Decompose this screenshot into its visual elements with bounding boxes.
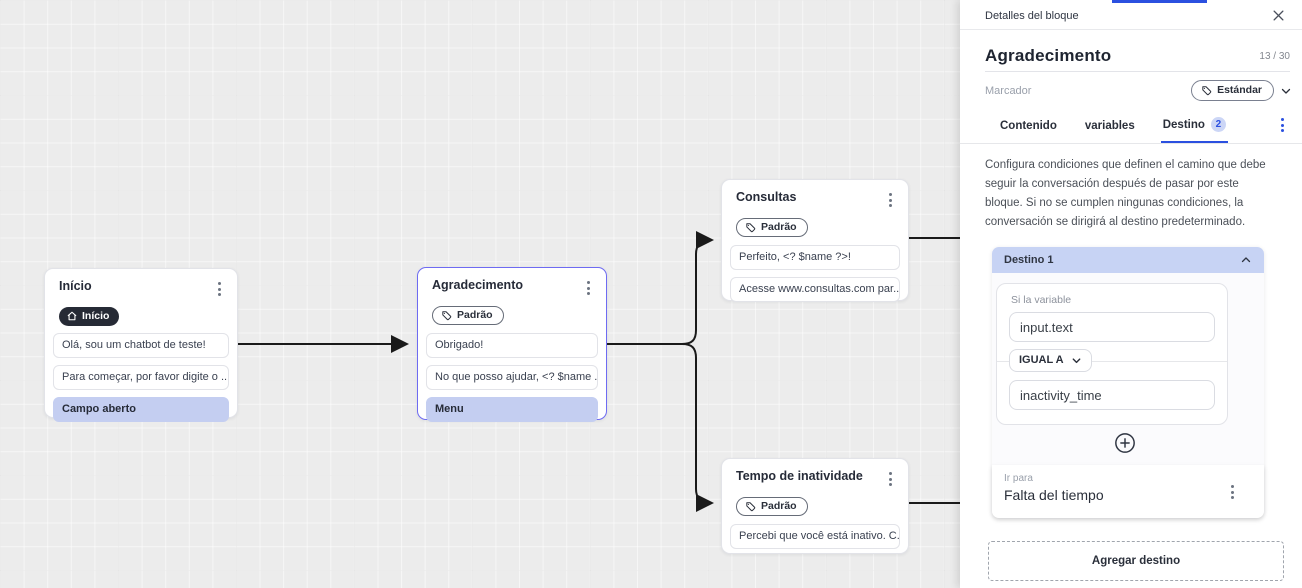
- operator-divider: [997, 361, 1227, 362]
- kebab-menu-icon[interactable]: [214, 279, 225, 299]
- kebab-menu-icon[interactable]: [1277, 115, 1288, 135]
- kebab-menu-icon[interactable]: [885, 469, 896, 489]
- message-row[interactable]: Obrigado!: [426, 332, 598, 358]
- char-counter: 13 / 30: [1259, 51, 1290, 62]
- flow-node-tempo-inatividade[interactable]: Tempo de inatividade Padrão Percebi que …: [721, 458, 909, 554]
- marker-select[interactable]: Estándar: [1191, 80, 1274, 101]
- tab-destino[interactable]: Destino 2: [1160, 112, 1228, 144]
- close-icon[interactable]: [1271, 8, 1286, 23]
- message-row[interactable]: Percebi que você está inativo. C...: [730, 523, 900, 549]
- chevron-up-icon[interactable]: [1240, 254, 1252, 266]
- tabs-divider: [960, 143, 1302, 144]
- add-destination-button[interactable]: Agregar destino: [988, 541, 1284, 581]
- tag-icon: [1202, 85, 1212, 95]
- compare-value-input[interactable]: [1009, 380, 1215, 410]
- kebab-menu-icon[interactable]: [583, 278, 594, 298]
- condition-card: Si la variable IGUAL A: [996, 283, 1228, 425]
- operator-row: IGUAL A: [997, 349, 1227, 373]
- panel-title: Detalles del bloque: [985, 9, 1079, 22]
- standard-badge: Padrão: [432, 306, 504, 325]
- message-row[interactable]: No que posso ajudar, <? $name ...: [426, 364, 598, 390]
- panel-header: Detalles del bloque: [960, 0, 1302, 30]
- destination-section: Destino 1 Si la variable IGUAL A: [992, 247, 1264, 518]
- destination-body: Si la variable IGUAL A: [992, 273, 1264, 465]
- tabs-row: Contenido variables Destino 2: [960, 112, 1302, 144]
- tab-contenido[interactable]: Contenido: [1000, 120, 1057, 132]
- destination-title: Destino 1: [1004, 254, 1054, 266]
- operator-select[interactable]: IGUAL A: [1009, 349, 1092, 372]
- destination-goto[interactable]: Ir para Falta del tiempo: [992, 465, 1264, 518]
- message-row[interactable]: Acesse www.consultas.com par...: [730, 276, 900, 302]
- flow-canvas[interactable]: Início Início Olá, sou um chatbot de tes…: [0, 0, 960, 588]
- goto-value: Falta del tiempo: [1004, 487, 1104, 503]
- flow-node-inicio[interactable]: Início Início Olá, sou um chatbot de tes…: [44, 268, 238, 422]
- chevron-down-icon[interactable]: [1280, 85, 1292, 97]
- edge-agradecimento-consultas[interactable]: [605, 231, 714, 345]
- block-name-field[interactable]: Agradecimento: [985, 46, 1112, 65]
- tag-icon: [442, 310, 452, 320]
- title-underline: [985, 71, 1290, 72]
- marker-label: Marcador: [985, 84, 1032, 97]
- condition-label: Si la variable: [1011, 294, 1072, 306]
- destination-description: Configura condiciones que definen el cam…: [985, 159, 1266, 228]
- node-title: Tempo de inatividade: [736, 469, 863, 483]
- flow-node-agradecimento[interactable]: Agradecimento Padrão Obrigado! No que po…: [417, 267, 607, 422]
- node-title: Início: [59, 279, 92, 293]
- connection-edges: [238, 231, 960, 512]
- kebab-menu-icon[interactable]: [1227, 482, 1238, 502]
- tab-variables[interactable]: variables: [1084, 120, 1135, 132]
- marker-row: Marcador Estándar: [985, 79, 1292, 102]
- home-icon: [67, 311, 77, 321]
- panel-top-accent: [1112, 0, 1207, 3]
- destination-card: Destino 1 Si la variable IGUAL A: [992, 247, 1264, 518]
- kebab-menu-icon[interactable]: [885, 190, 896, 210]
- destino-count-badge: 2: [1210, 117, 1226, 132]
- message-row[interactable]: Perfeito, <? $name ?>!: [730, 244, 900, 270]
- destination-header[interactable]: Destino 1: [992, 247, 1264, 273]
- tag-icon: [746, 501, 756, 511]
- tag-icon: [746, 222, 756, 232]
- plus-circle-icon[interactable]: [1114, 432, 1136, 454]
- standard-badge: Padrão: [736, 218, 808, 237]
- message-row[interactable]: Olá, sou um chatbot de teste!: [53, 333, 229, 358]
- block-details-panel: Detalles del bloque Agradecimento 13 / 3…: [960, 0, 1302, 588]
- chevron-down-icon: [1072, 357, 1081, 363]
- edge-agradecimento-tempo[interactable]: [605, 343, 714, 512]
- message-row[interactable]: Para começar, por favor digite o ...: [53, 365, 229, 390]
- open-field-row[interactable]: Campo aberto: [53, 397, 229, 422]
- menu-row[interactable]: Menu: [426, 396, 598, 422]
- node-title: Consultas: [736, 190, 797, 204]
- variable-input[interactable]: [1009, 312, 1215, 342]
- standard-badge: Padrão: [736, 497, 808, 516]
- node-title: Agradecimento: [432, 278, 523, 292]
- start-badge: Início: [59, 307, 120, 326]
- flow-node-consultas[interactable]: Consultas Padrão Perfeito, <? $name ?>! …: [721, 179, 909, 302]
- goto-label: Ir para: [1004, 473, 1033, 484]
